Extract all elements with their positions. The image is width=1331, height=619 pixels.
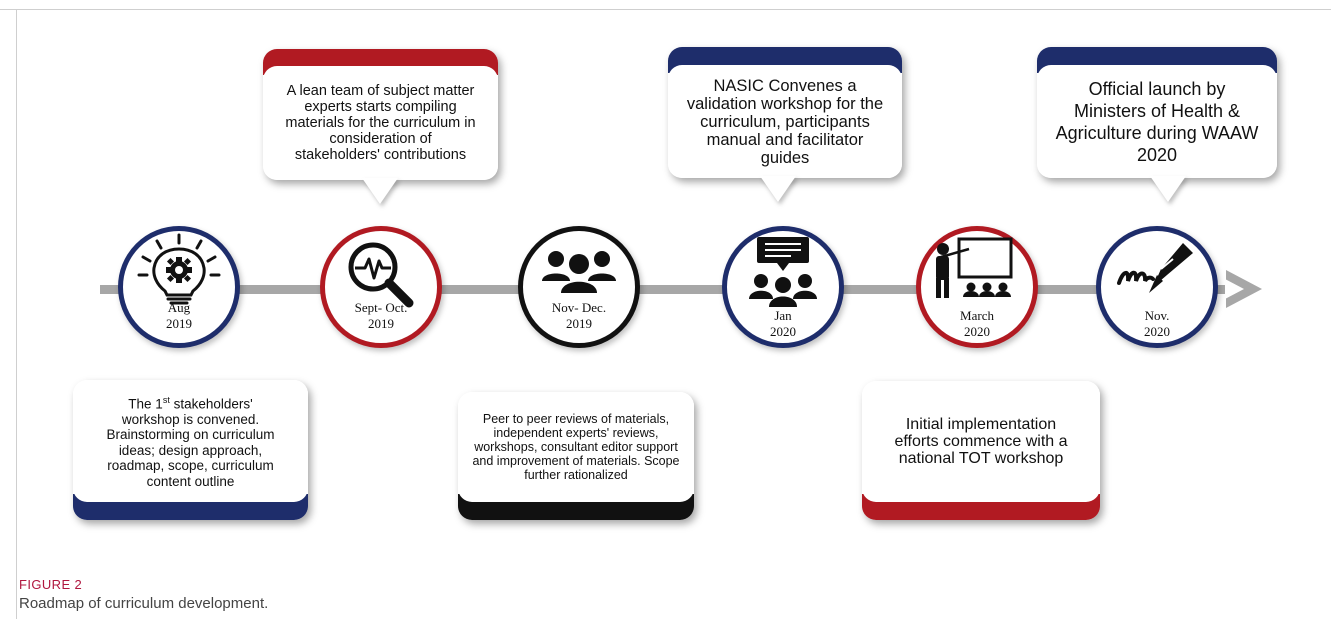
- callout-nov: Official launch by Ministers of Health &…: [1037, 47, 1277, 178]
- callout-sept-oct: A lean team of subject matter experts st…: [263, 49, 498, 180]
- callout-pointer: [945, 358, 981, 384]
- callout-march: Initial implementation efforts commence …: [862, 381, 1100, 520]
- callout-jan: NASIC Convenes a validation workshop for…: [668, 47, 902, 178]
- pen-signature-icon: [1117, 243, 1193, 293]
- lightbulb-gear-icon: [137, 233, 221, 305]
- milestone-aug-2019: Aug 2019: [118, 226, 240, 348]
- callout-text: The 1st stakeholders' workshop is conven…: [91, 393, 290, 490]
- milestone-date-line2: 2019: [368, 316, 394, 331]
- frame-border-left: [16, 9, 17, 619]
- meeting-speech-icon: [749, 237, 817, 307]
- callout-nov-dec: Peer to peer reviews of materials, indep…: [458, 392, 694, 520]
- superscript-st: st: [162, 394, 170, 405]
- milestone-date-line1: Sept- Oct.: [354, 300, 408, 315]
- timeline-axis: [100, 285, 1240, 294]
- callout-text-line1-pre: The 1: [128, 396, 163, 412]
- milestone-jan-2020: Jan 2020: [722, 226, 844, 348]
- callout-text-line1-post: stakeholders': [169, 396, 253, 412]
- frame-border-top: [0, 9, 1331, 10]
- callout-pointer: [555, 370, 591, 396]
- milestone-date-line2: 2020: [1144, 324, 1170, 339]
- milestone-date-line1: Nov- Dec.: [551, 300, 607, 315]
- callout-pointer: [362, 178, 398, 204]
- milestone-date-line2: 2019: [166, 316, 192, 331]
- group-icon: [542, 251, 616, 293]
- callout-text-rest: workshop is convened. Brainstorming on c…: [106, 411, 275, 489]
- magnifier-pulse-icon: [348, 242, 414, 308]
- callout-aug: The 1st stakeholders' workshop is conven…: [73, 380, 308, 520]
- milestone-date-line2: 2019: [566, 316, 592, 331]
- callout-text: Peer to peer reviews of materials, indep…: [472, 412, 680, 482]
- milestone-date-line2: 2020: [964, 324, 990, 339]
- milestone-date-line2: 2020: [770, 324, 796, 339]
- presenter-board-icon: [936, 237, 1013, 298]
- milestone-date-line1: Jan: [774, 308, 792, 323]
- callout-text: A lean team of subject matter experts st…: [285, 83, 476, 163]
- milestone-nov-2020: Nov. 2020: [1096, 226, 1218, 348]
- figure-label: FIGURE 2: [19, 577, 83, 592]
- callout-text: Initial implementation efforts commence …: [894, 416, 1068, 467]
- milestone-date-line1: Aug: [167, 300, 191, 315]
- milestone-date-line1: March: [960, 308, 994, 323]
- callout-pointer: [760, 176, 796, 202]
- milestone-date-line1: Nov.: [1144, 308, 1170, 323]
- callout-pointer: [1150, 176, 1186, 202]
- figure-caption: Roadmap of curriculum development.: [19, 595, 269, 612]
- callout-pointer: [180, 358, 216, 384]
- milestone-march-2020: March 2020: [916, 226, 1038, 348]
- milestone-nov-dec-2019: Nov- Dec. 2019: [518, 226, 640, 348]
- callout-text: Official launch by Ministers of Health &…: [1055, 78, 1259, 165]
- milestone-sept-oct-2019: Sept- Oct. 2019: [320, 226, 442, 348]
- callout-text: NASIC Convenes a validation workshop for…: [686, 76, 884, 167]
